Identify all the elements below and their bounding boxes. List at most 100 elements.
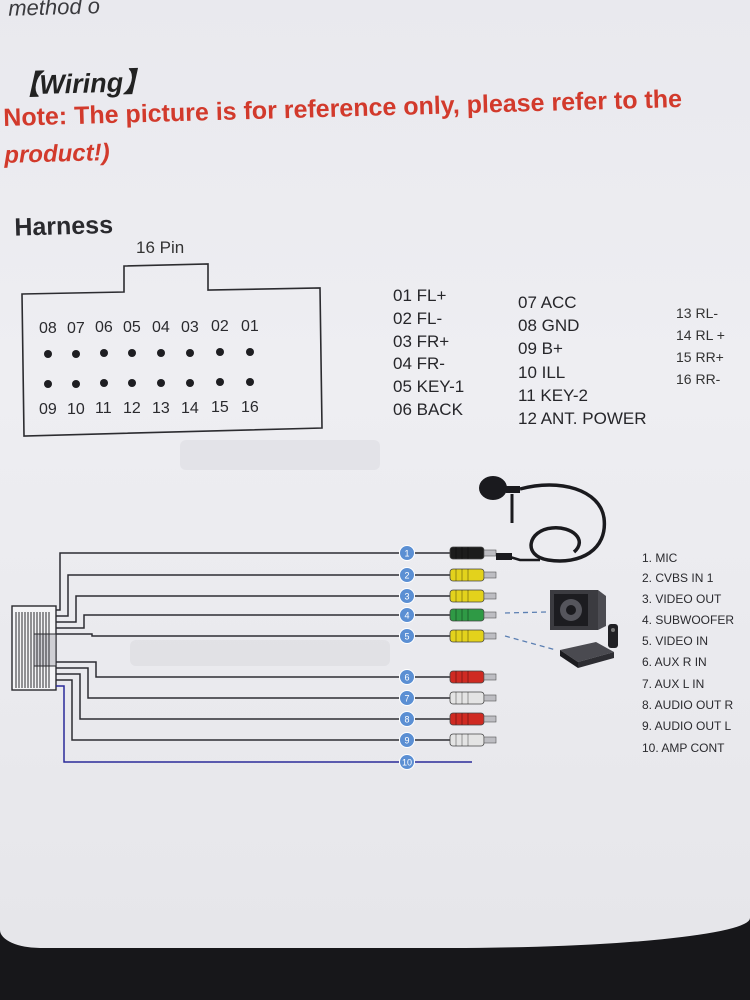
rca-plug-icon [449, 712, 497, 726]
cable-label: 7. AUX L IN [642, 677, 705, 691]
pin-function-label: 16 RR- [676, 371, 721, 387]
cable-number-badge: 7 [399, 690, 415, 706]
cable-label: 6. AUX R IN [642, 655, 707, 669]
rca-plug-icon [449, 608, 497, 622]
pin-number-bottom: 13 [152, 399, 170, 417]
connector-outline [21, 263, 323, 437]
cable-wire [56, 679, 452, 741]
cable-wire [56, 685, 472, 763]
pin-contact [246, 347, 254, 356]
pin-number-bottom: 15 [211, 399, 229, 417]
pin-function-label: 05 KEY-1 [393, 377, 465, 397]
pin-contact [44, 380, 52, 388]
pin-number-top: 08 [39, 320, 57, 337]
pin-contact [157, 348, 165, 357]
pin-function-label: 12 ANT. POWER [518, 409, 647, 428]
cable-wire [56, 574, 452, 617]
cable-number-badge: 1 [399, 545, 415, 561]
pin-function-label: 02 FL- [393, 308, 443, 328]
cable-number: 10 [402, 758, 412, 768]
pin-function-label: 14 RL + [676, 327, 725, 343]
cable-number: 3 [404, 592, 409, 602]
pin-number-bottom: 09 [39, 401, 57, 418]
rca-plug-icon [449, 691, 497, 705]
pin-number-bottom: 12 [123, 400, 141, 418]
harness-connector-icon [11, 605, 57, 691]
cable-wire [56, 633, 452, 637]
wire-layer [56, 552, 472, 763]
subwoofer-speaker-icon [550, 590, 606, 630]
pin-contact [186, 378, 194, 387]
pin-contact [246, 377, 254, 386]
cable-wire [56, 552, 452, 611]
pin-contact [100, 379, 108, 388]
cable-wire [56, 673, 452, 720]
pin-number-bottom: 14 [181, 399, 199, 417]
pin-number-top: 01 [241, 317, 259, 335]
cable-wire [56, 614, 452, 629]
cable-number-badge: 2 [399, 567, 415, 583]
cable-number-badge: 6 [399, 669, 415, 685]
cable-label: 5. VIDEO IN [642, 634, 709, 648]
pin-number-top: 05 [123, 319, 141, 337]
connector-label: 16 Pin [136, 238, 185, 257]
cable-number: 5 [404, 632, 409, 642]
pin-function-label: 15 RR+ [676, 349, 724, 365]
cable-label: 3. VIDEO OUT [642, 592, 722, 606]
cable-label: 4. SUBWOOFER [642, 613, 735, 627]
pin-function-label: 01 FL+ [393, 286, 447, 305]
pin-function-label: 03 FR+ [393, 331, 450, 351]
pin-contact [186, 348, 194, 357]
pin-function-label: 13 RL- [676, 305, 719, 321]
pin-contact [128, 379, 136, 388]
cable-number-badge: 10 [399, 754, 415, 770]
pin-number-top: 03 [181, 318, 199, 336]
set-top-box-icon [560, 624, 618, 668]
cable-wire [56, 667, 452, 699]
rca-plug-icon [449, 589, 497, 603]
wiring-diagram: 1 2 3 4 5 6 7 8 9 10 [11, 476, 618, 770]
harness-connector-diagram: 08 07 06 05 04 03 02 01 09 10 11 12 13 14 15 16 [20, 262, 325, 445]
cable-number-badge: 4 [399, 607, 415, 623]
pin-number-bottom: 10 [67, 400, 85, 418]
pin-contact [72, 349, 80, 358]
pin-contact [44, 350, 52, 358]
pin-function-label: 10 ILL [518, 362, 566, 382]
pin-contact [216, 378, 224, 387]
pin-contact [216, 348, 224, 357]
pin-number-bottom: 16 [241, 398, 259, 416]
cable-number: 7 [404, 694, 409, 704]
badge-layer: 1 2 3 4 5 6 7 8 9 10 [399, 545, 415, 770]
pin-contact [72, 379, 80, 388]
cable-number: 1 [404, 549, 409, 559]
cable-number: 6 [404, 673, 409, 683]
manual-page: method o c 【Wiring】 Note: The picture is… [0, 0, 750, 948]
pin-number-top: 07 [67, 319, 85, 337]
pin-number-top: 06 [95, 319, 113, 337]
pin-function-label: 06 BACK [393, 400, 463, 419]
pin-contact [100, 349, 108, 358]
rca-plug-icon [449, 670, 497, 684]
cable-label: 2. CVBS IN 1 [642, 571, 714, 585]
cable-number: 9 [404, 736, 409, 746]
pin-function-label: 08 GND [518, 316, 580, 336]
cable-number-badge: 5 [399, 628, 415, 644]
cable-number: 4 [404, 611, 409, 621]
pin-number-bottom: 11 [95, 400, 112, 418]
pin-number-top: 04 [152, 318, 170, 336]
rca-plug-icon [449, 733, 497, 747]
pin-number-top: 02 [211, 318, 229, 336]
cable-label: 1. MIC [642, 551, 678, 565]
rca-plug-icon [449, 568, 497, 582]
pin-function-label: 04 FR- [393, 354, 445, 374]
rca-plug-icon [449, 546, 497, 560]
cable-label: 9. AUDIO OUT L [642, 719, 732, 733]
cable-label: 8. AUDIO OUT R [642, 698, 734, 712]
pin-contact [157, 378, 165, 387]
cable-wire [56, 661, 452, 678]
plug-layer [449, 546, 497, 747]
cable-number-badge: 3 [399, 588, 415, 604]
cable-number-badge: 8 [399, 711, 415, 727]
pin-function-label: 09 B+ [518, 339, 563, 359]
microphone-icon [479, 476, 607, 563]
